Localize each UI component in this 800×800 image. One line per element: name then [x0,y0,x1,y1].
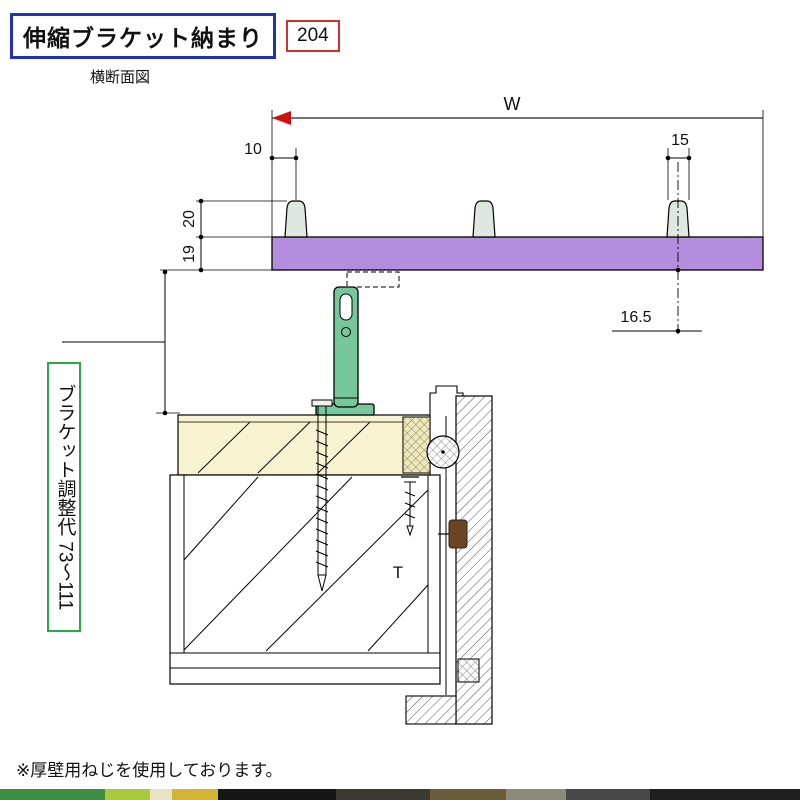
deck-clip [284,200,308,238]
section-subtitle: 横断面図 [90,69,151,86]
dim-10-label: 10 [244,141,262,158]
page-number: 204 [286,20,340,52]
arrow-left-icon [272,111,291,125]
pipe-washer [426,435,460,469]
footer-strip-segment [172,789,218,800]
dimension-20-19: 20 19 [160,198,287,273]
deck-board [271,236,764,271]
wall-assembly [405,385,493,725]
label-t: T [393,563,403,582]
dimension-w: W [271,94,764,237]
dimension-10: 10 [244,141,299,200]
joist-box [169,474,441,685]
packing-block [402,416,431,474]
expansion-bracket [315,271,400,416]
dim-16-5-label: 16.5 [620,309,651,326]
footer-strip-segment [218,789,336,800]
dim-w-label: W [504,94,521,114]
footnote: ※厚壁用ねじを使用しております。 [16,761,283,780]
bracket-range-label: ブラケット調整代 73〜111 [47,362,81,632]
footer-strip-segment [336,789,430,800]
dimension-15: 15 [665,132,692,336]
dimension-bracket-range [62,269,180,416]
dimension-16-5: 16.5 [612,267,702,334]
deck-screw [311,399,333,592]
footer-strip [0,789,800,800]
deck-clips [284,200,690,238]
footer-strip-segment [430,789,506,800]
deck-clip [472,200,496,238]
footer-strip-segment [105,789,150,800]
dim-20-label: 20 [181,210,198,228]
furring-channel [429,385,464,416]
small-screw [401,476,419,537]
wall-foot [405,695,457,725]
footer-strip-segment [506,789,566,800]
wall-clip [438,519,468,549]
footer-strip-segment [0,789,105,800]
substrate-band [177,414,431,476]
footer-strip-segment [150,789,172,800]
footer-strip-segment [650,789,800,800]
footer-strip-segment [566,789,650,800]
dim-19-label: 19 [181,245,198,263]
page-title: 伸縮ブラケット納まり [10,13,276,59]
dim-15-label: 15 [671,132,689,149]
wall-block [457,658,480,683]
